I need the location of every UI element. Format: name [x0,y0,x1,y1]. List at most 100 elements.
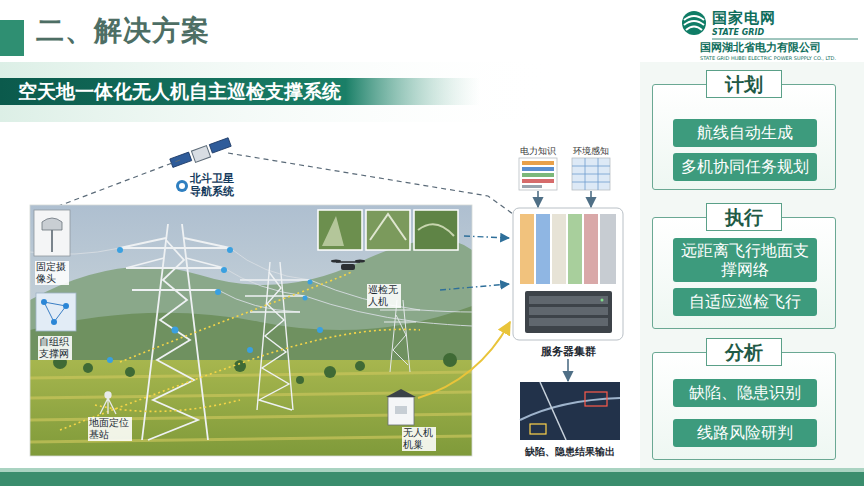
tile-heading: 电力知识 [520,145,556,157]
function-text: 线路风险研判 [697,423,793,442]
state-grid-logo [682,11,706,35]
network-icon [36,293,76,331]
result-image [520,382,620,440]
right-panel-ground [640,62,864,468]
knowledge-tile [522,185,542,188]
drone-nest [388,397,414,425]
logo-name: 国家电网 [712,9,776,28]
function-text: 自适应巡检飞行 [689,292,801,311]
company-english: STATE GRID HUBEI ELECTRIC POWER SUPPLY C… [700,55,836,62]
landscape-photo [310,280,472,312]
drone-label: 巡检无人机 [367,284,401,308]
function-box: 自适应巡检飞行 [673,288,817,316]
landscape-photo [53,353,457,384]
function-box: 航线自动生成 [673,119,817,147]
result-image [585,392,607,406]
flow-arrow [567,359,569,381]
network-icon [44,302,54,322]
landscape-photo [308,280,313,285]
environment-tile [572,158,610,190]
server-panel [600,214,616,284]
network-icon [63,303,69,309]
tile-heading: 环境感知 [573,145,609,157]
knowledge-tile [522,173,554,177]
server-panel [584,214,598,284]
knowledge-tile [522,179,554,183]
nest-label-wrap: 无人机机巢 [402,427,436,451]
landscape-photo [83,363,93,373]
landscape-photo [227,247,233,253]
header-decor [0,78,480,105]
landscape-photo [259,272,292,410]
landscape-photo [30,360,472,456]
satellite-icon [176,180,188,192]
result-image [530,424,546,434]
base-station [100,398,116,414]
knowledge-tile [522,161,554,165]
landscape-photo [30,205,472,456]
landscape-photo [120,248,230,290]
server-panel [529,307,608,315]
state-grid-logo [686,27,702,31]
nest-label: 无人机机巢 [402,427,436,451]
landscape-photo [30,248,472,326]
inspection-photos [370,214,406,240]
environment-tile [572,174,610,175]
function-text: 远距离飞行地面支撑网络 [677,241,813,279]
result-image [520,382,620,440]
environment-tile [572,158,610,190]
inspection-drone [331,260,341,263]
base-station [100,392,116,414]
landscape-photo [257,262,293,410]
logo-name-wrap: 国家电网 [712,9,776,28]
server-panel [601,299,604,302]
environment-tile: 环境感知 [570,145,612,191]
inspection-drone [341,264,355,270]
satellite-label-wrap: 北斗卫星导航系统 [190,172,236,198]
stage-panel: 计划航线自动生成多机协同任务规划 [652,84,836,190]
server-panel [520,214,534,284]
landscape-photo [60,329,420,430]
subtitle-banner-text: 空天地一体化无人机自主巡检支撑系统 [0,78,341,105]
network-icon [44,302,66,306]
knowledge-tile: 电力知识 [517,145,559,191]
inspection-photos [414,210,458,250]
landscape-photo [247,347,253,353]
network-label: 自组织支撑网 [38,336,72,360]
satellite-link [56,160,180,207]
server-panel [529,296,608,304]
state-grid-logo [684,21,704,25]
landscape-photo [30,372,472,378]
base-station-label-wrap: 地面定位基站 [88,417,132,441]
network-icon [36,293,76,331]
inspection-photos [318,210,458,250]
nest-link [418,322,510,398]
fixed-camera [42,218,62,230]
camera-label-wrap: 固定摄像头 [35,261,69,285]
landscape-photo [221,267,227,273]
environment-tile [585,158,586,190]
network-icon [41,299,69,325]
stage-panel: 执行远距离飞行地面支撑网络自适应巡检飞行 [652,217,836,329]
landscape-photo [443,353,457,367]
header-decor [0,20,24,56]
landscape-photo [117,247,123,253]
server-panel [552,214,566,284]
data-link [440,236,509,290]
inspection-photos [318,210,362,250]
bottom-band [0,472,864,486]
inspection-photos [366,210,410,250]
knowledge-tile [519,158,557,190]
fixed-camera [34,210,70,256]
stage-heading: 分析 [706,338,782,366]
function-text: 航线自动生成 [697,123,793,142]
drone-nest [395,406,407,414]
landscape-photo [390,300,410,372]
flow-arrow [590,191,592,207]
fixed-camera [34,210,70,256]
network-icon [44,302,66,322]
server-panel [513,208,623,340]
satellite-label: 北斗卫星导航系统 [190,172,236,198]
state-grid-logo [712,39,858,40]
landscape-photo [240,262,310,410]
